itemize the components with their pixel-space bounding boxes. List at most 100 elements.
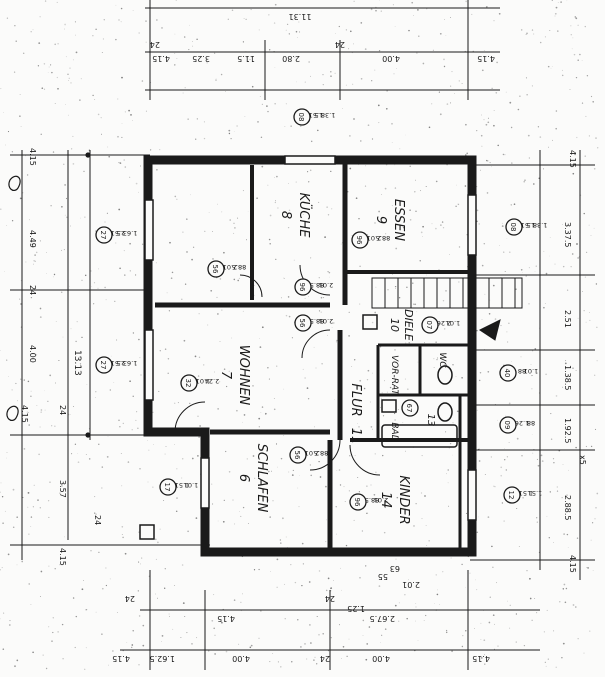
- noise-dot: [139, 357, 141, 359]
- noise-dot: [261, 165, 264, 168]
- opening-size: 1.01: [446, 319, 460, 327]
- room-flur-number: 11: [348, 428, 363, 445]
- noise-dot: [260, 136, 262, 138]
- noise-dot: [267, 470, 270, 473]
- noise-dot: [55, 382, 56, 384]
- noise-dot: [327, 270, 329, 273]
- noise-dot: [84, 274, 87, 277]
- noise-dot: [32, 651, 34, 654]
- noise-dot: [274, 3, 277, 6]
- noise-dot: [276, 175, 278, 178]
- noise-dot: [576, 243, 578, 245]
- noise-dot: [435, 227, 437, 230]
- noise-dot: [435, 180, 438, 183]
- noise-dot: [214, 634, 216, 636]
- noise-dot: [592, 101, 594, 103]
- noise-dot: [120, 21, 122, 23]
- noise-dot: [56, 1, 58, 3]
- noise-dot: [536, 521, 538, 523]
- noise-dot: [118, 208, 121, 211]
- noise-dot: [31, 243, 34, 246]
- noise-dot: [544, 222, 546, 224]
- noise-dot: [38, 42, 41, 44]
- noise-dot: [425, 525, 427, 526]
- noise-dot: [98, 551, 100, 554]
- noise-dot: [561, 69, 563, 71]
- noise-dot: [86, 384, 88, 385]
- noise-dot: [441, 221, 444, 223]
- noise-dot: [322, 73, 324, 76]
- noise-dot: [391, 122, 393, 125]
- noise-dot: [382, 415, 385, 417]
- noise-dot: [419, 190, 422, 192]
- dim-top-2: 2.80: [282, 54, 300, 63]
- noise-dot: [147, 440, 148, 441]
- noise-dot: [562, 265, 565, 268]
- noise-dot: [566, 0, 568, 2]
- noise-dot: [233, 232, 235, 234]
- noise-dot: [310, 642, 312, 644]
- noise-dot: [2, 522, 4, 525]
- noise-dot: [221, 621, 223, 624]
- noise-dot: [335, 533, 337, 535]
- noise-dot: [157, 541, 159, 544]
- noise-dot: [126, 642, 128, 644]
- noise-dot: [217, 203, 218, 205]
- noise-dot: [363, 387, 366, 390]
- dim-bottom-small-2: 2.67.5: [370, 614, 395, 623]
- opening-marker-circle: [503, 486, 521, 504]
- dim-right-5: x5: [578, 455, 587, 465]
- noise-dot: [112, 650, 114, 652]
- noise-dot: [276, 586, 278, 588]
- noise-dot: [157, 597, 158, 599]
- noise-dot: [382, 454, 384, 457]
- noise-dot: [536, 612, 538, 614]
- noise-dot: [450, 85, 452, 87]
- noise-dot: [34, 254, 36, 256]
- noise-dot: [359, 303, 361, 305]
- noise-dot: [575, 369, 577, 372]
- noise-dot: [316, 615, 318, 618]
- noise-dot: [40, 570, 43, 573]
- noise-dot: [19, 197, 22, 200]
- noise-dot: [72, 59, 74, 61]
- noise-dot: [306, 387, 309, 389]
- noise-dot: [33, 260, 35, 262]
- noise-dot: [566, 289, 569, 291]
- noise-dot: [505, 91, 507, 93]
- noise-dot: [0, 569, 1, 571]
- noise-dot: [75, 615, 78, 618]
- opening-marker-circle: [499, 364, 517, 382]
- noise-dot: [393, 412, 396, 415]
- noise-dot: [500, 325, 502, 327]
- noise-dot: [49, 481, 51, 483]
- noise-dot: [559, 601, 561, 603]
- noise-dot: [141, 243, 144, 245]
- opening-size: 1.01: [184, 481, 198, 489]
- noise-dot: [404, 594, 406, 596]
- noise-dot: [118, 419, 120, 422]
- noise-dot: [267, 110, 269, 113]
- noise-dot: [439, 113, 442, 116]
- noise-dot: [168, 613, 170, 615]
- noise-dot: [239, 511, 241, 512]
- noise-dot: [97, 113, 100, 116]
- noise-dot: [583, 212, 585, 215]
- noise-dot: [323, 297, 325, 299]
- noise-dot: [590, 445, 593, 448]
- noise-dot: [115, 4, 117, 6]
- noise-dot: [50, 64, 52, 66]
- noise-dot: [212, 258, 214, 260]
- noise-dot: [242, 593, 243, 595]
- noise-dot: [538, 392, 540, 394]
- noise-dot: [221, 211, 223, 213]
- noise-dot: [327, 214, 330, 216]
- noise-dot: [487, 516, 490, 518]
- noise-dot: [145, 110, 147, 112]
- noise-dot: [300, 125, 302, 127]
- noise-dot: [531, 374, 533, 377]
- room-wohnen-name: WOHNEN: [236, 345, 251, 406]
- noise-dot: [236, 125, 238, 127]
- noise-dot: [198, 356, 201, 358]
